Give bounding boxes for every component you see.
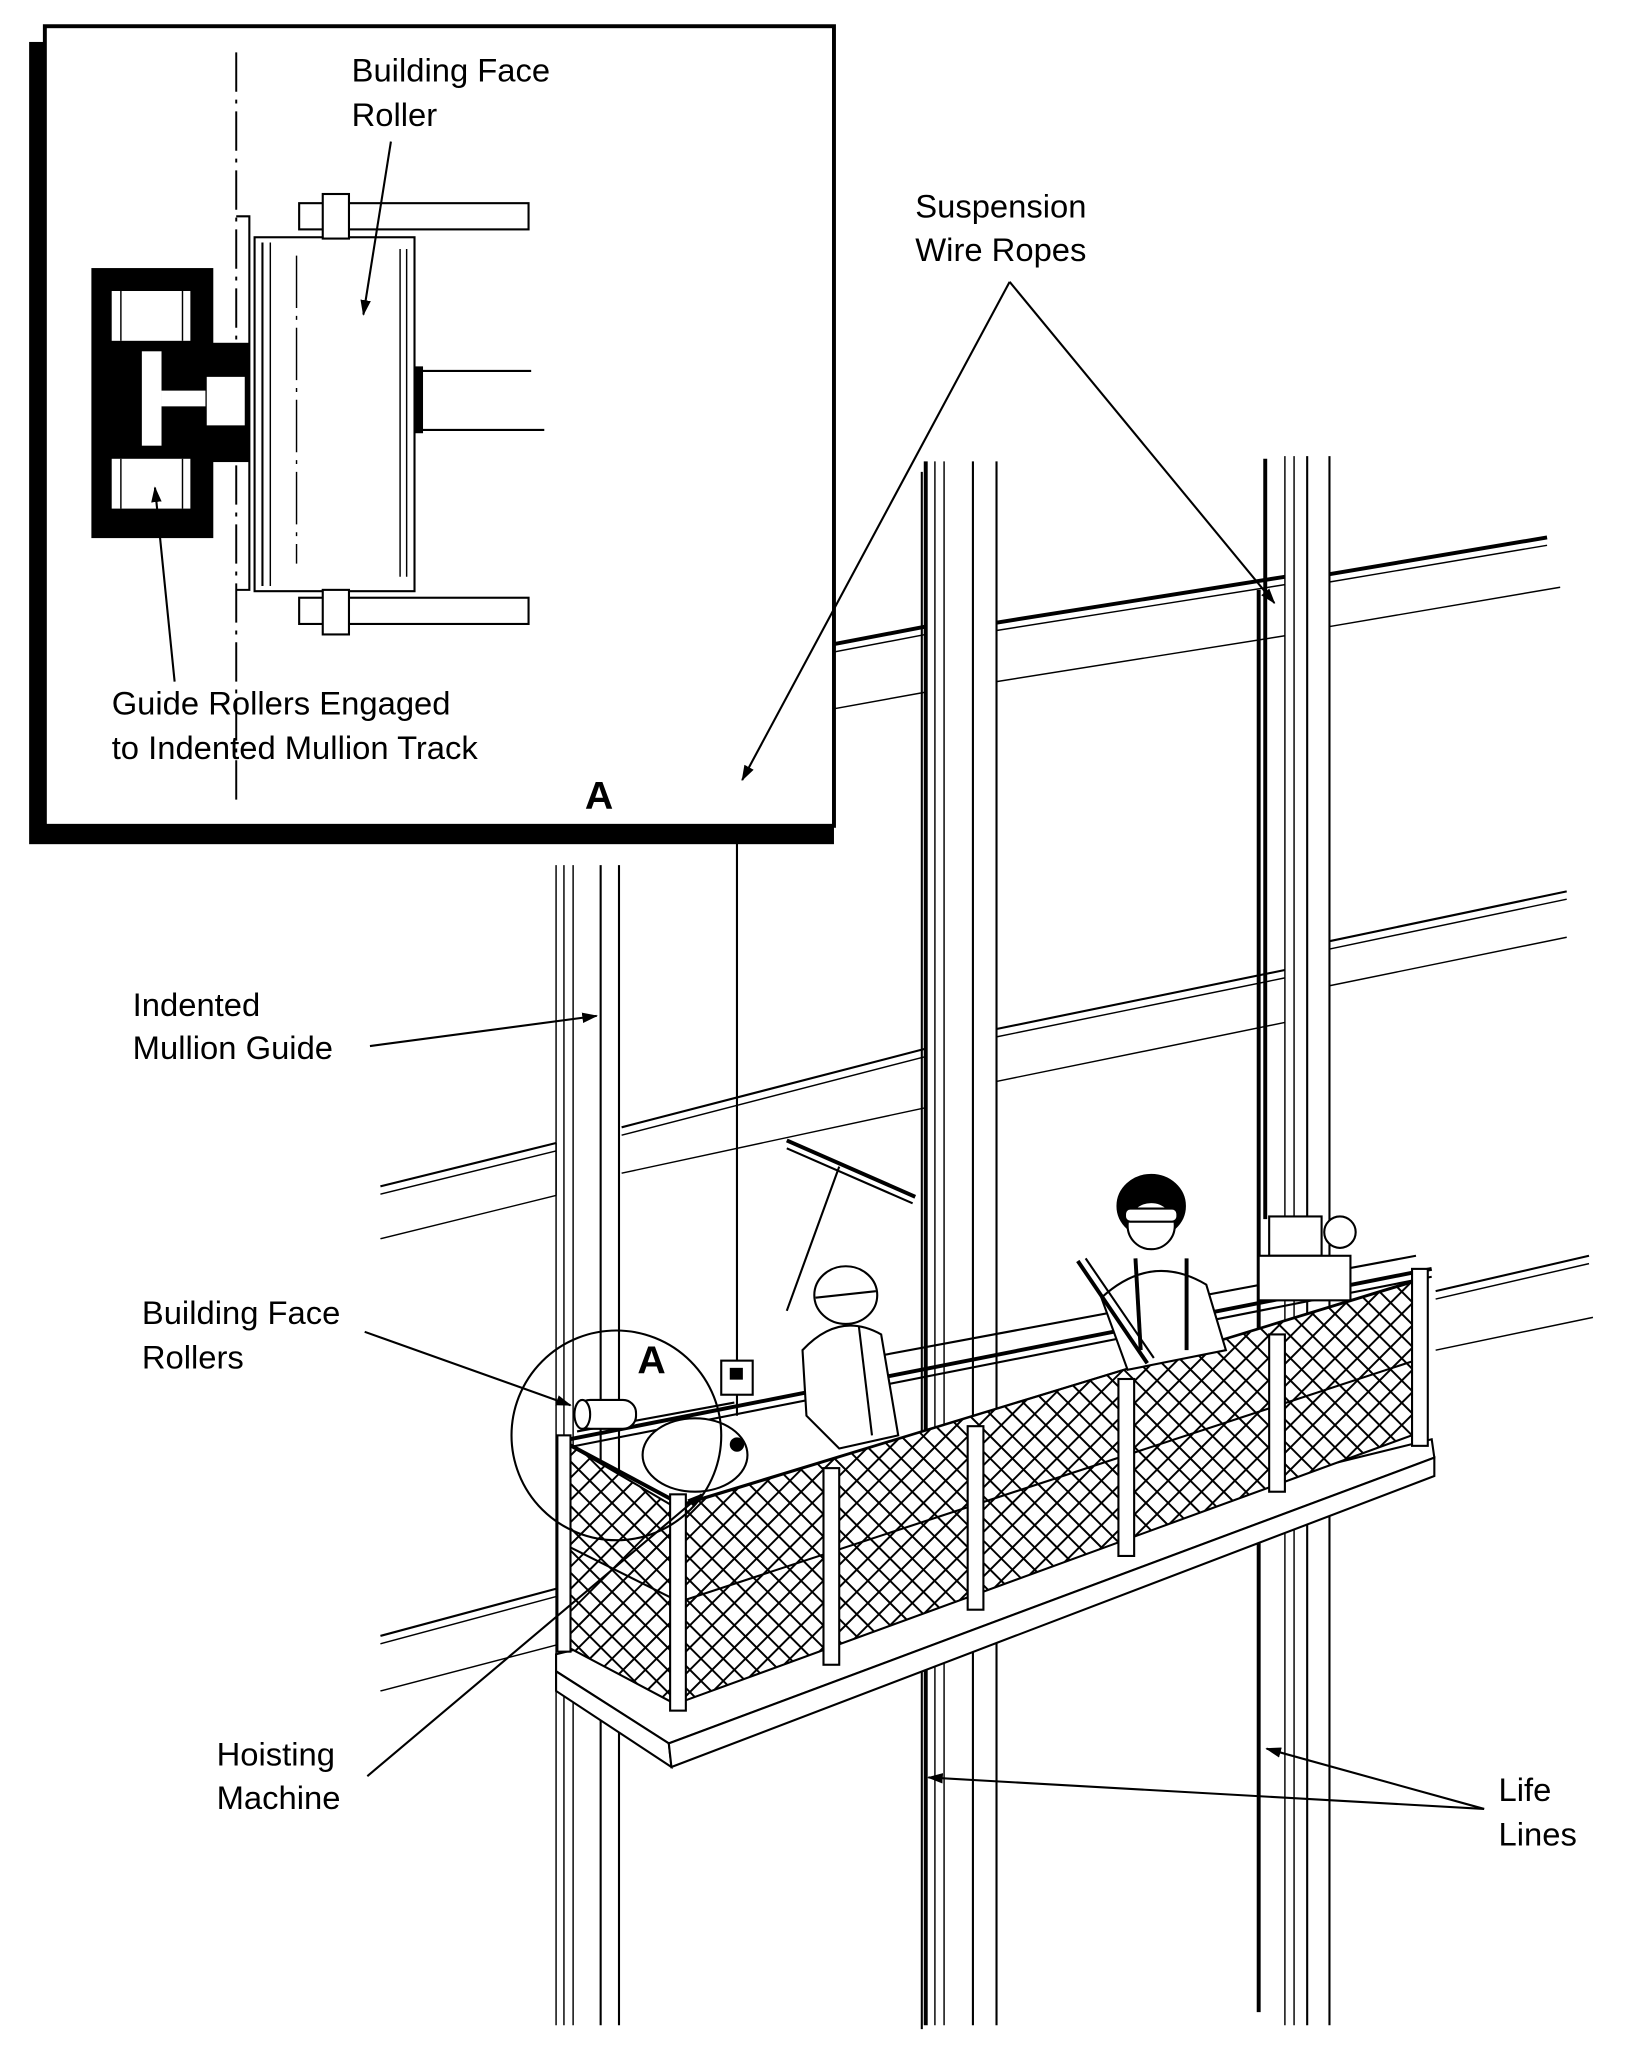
inset-arrow-guide-rollers xyxy=(151,486,176,682)
arrow-building-face-rollers xyxy=(364,1330,572,1407)
arrow-life-line-right xyxy=(1265,1747,1485,1810)
mullion-middle xyxy=(923,461,998,2026)
label-mullion-line1: Indented xyxy=(133,986,261,1023)
arrow-life-line-left xyxy=(927,1773,1485,1810)
inset-label-building-face-roller-1: Building Face xyxy=(352,51,551,88)
label-lifelines-line1: Life xyxy=(1499,1771,1552,1808)
worker-right xyxy=(1076,1173,1228,1372)
inset-panel-letter: A xyxy=(585,774,613,818)
rail-posts xyxy=(556,1267,1429,1712)
label-building-face-rollers: Building Face Rollers xyxy=(142,1294,572,1407)
label-suspension-line1: Suspension xyxy=(915,188,1086,225)
label-rollers-line2: Rollers xyxy=(142,1339,244,1376)
worker-left xyxy=(785,1138,917,1450)
inset-label-guide-rollers-1: Guide Rollers Engaged xyxy=(112,684,451,721)
inset-panel-a: Building Face Roller Guide Rollers Engag… xyxy=(29,24,836,845)
label-mullion-line2: Mullion Guide xyxy=(133,1029,333,1066)
label-lifelines-line2: Lines xyxy=(1499,1816,1577,1853)
label-hoisting-line1: Hoisting xyxy=(217,1736,335,1773)
label-suspension-wire-ropes: Suspension Wire Ropes xyxy=(741,188,1276,782)
guide-roller-housing xyxy=(91,268,250,539)
arrow-hoisting-machine xyxy=(366,1493,703,1777)
building-face-roller xyxy=(573,1398,638,1430)
detail-callout-a: A xyxy=(510,1329,723,1542)
label-rollers-line1: Building Face xyxy=(142,1294,341,1331)
label-hoisting-machine: Hoisting Machine xyxy=(217,1493,703,1816)
platform xyxy=(555,1254,1436,1770)
inset-building-face-roller xyxy=(253,192,545,636)
transoms xyxy=(380,535,1594,1692)
inset-arrow-roller xyxy=(360,141,392,316)
arrow-suspension-right xyxy=(1008,281,1276,604)
inset-label-building-face-roller-2: Roller xyxy=(352,96,438,133)
hoisting-machine-right xyxy=(1257,1215,1357,1302)
arrow-suspension-left xyxy=(741,281,1011,782)
label-indented-mullion-guide: Indented Mullion Guide xyxy=(133,986,599,1066)
arrow-mullion-guide xyxy=(369,1012,599,1048)
label-life-lines: Life Lines xyxy=(927,1747,1577,1853)
callout-letter-a: A xyxy=(637,1339,665,1383)
inset-label-guide-rollers-2: to Indented Mullion Track xyxy=(112,729,479,766)
label-hoisting-line2: Machine xyxy=(217,1779,341,1816)
window-panes xyxy=(555,626,927,1196)
label-suspension-line2: Wire Ropes xyxy=(915,231,1086,268)
